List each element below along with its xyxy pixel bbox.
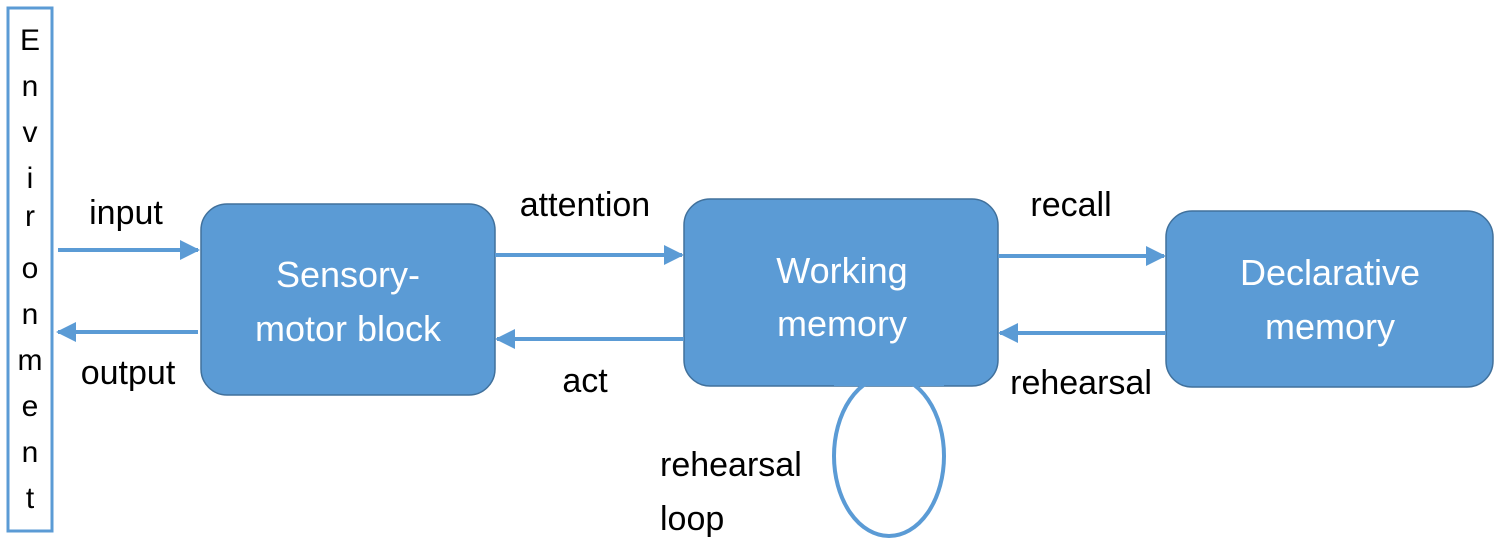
working-memory-box-overlap (834, 370, 944, 386)
environment-letter: E (20, 24, 40, 57)
declarative-memory-label-line1: Declarative (1240, 252, 1420, 293)
rehearsal-loop-label-line1: rehearsal (660, 446, 802, 484)
environment-letter: r (25, 200, 35, 233)
recall-label: recall (1030, 186, 1111, 224)
environment-letter: m (18, 344, 43, 377)
attention-label: attention (520, 186, 650, 224)
environment-letter: v (23, 116, 38, 149)
environment-panel: E n v i r o n m e n t (6, 6, 54, 533)
environment-letter: e (22, 390, 39, 423)
act-label: act (562, 362, 608, 400)
sensory-motor-label-line1: Sensory- (276, 254, 420, 295)
sensory-motor-block: Sensory- motor block (200, 203, 496, 396)
declarative-memory-block: Declarative memory (1165, 210, 1494, 388)
declarative-memory-label-line2: memory (1265, 306, 1395, 347)
environment-letter: n (22, 70, 39, 103)
input-label: input (89, 194, 163, 232)
environment-border (6, 6, 54, 533)
environment-letter: o (22, 252, 39, 285)
sensory-motor-box (200, 203, 496, 396)
environment-letter: i (27, 162, 34, 195)
working-memory-block: Working memory (683, 198, 999, 387)
environment-letter: t (26, 482, 35, 515)
working-memory-box (683, 198, 999, 387)
declarative-memory-box (1165, 210, 1494, 388)
rehearsal-label: rehearsal (1010, 364, 1152, 402)
rehearsal-loop-label-line2: loop (660, 500, 724, 538)
working-memory-label-line1: Working (776, 250, 907, 291)
working-memory-label-line2: memory (777, 303, 907, 344)
sensory-motor-label-line2: motor block (255, 308, 442, 349)
environment-letter: n (22, 436, 39, 469)
environment-letter: n (22, 298, 39, 331)
output-label: output (81, 354, 176, 392)
rehearsal-loop-ellipse (832, 374, 946, 538)
